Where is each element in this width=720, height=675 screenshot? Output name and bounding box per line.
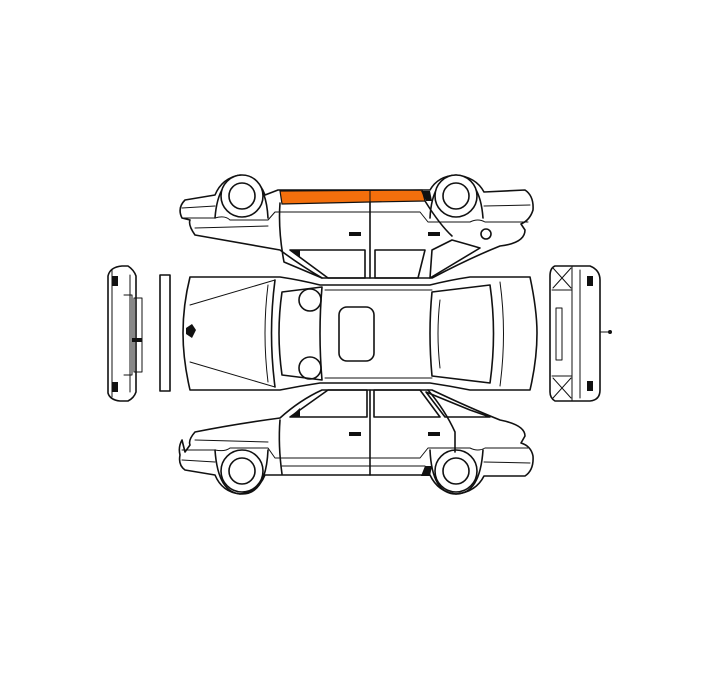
hood-rear-line	[270, 279, 276, 388]
hood-inner-line	[264, 284, 269, 383]
fuel-cap	[480, 228, 492, 240]
left-quarter-window	[429, 239, 481, 279]
rear-view	[549, 265, 612, 402]
right-rear-window	[373, 389, 441, 418]
right-front-wheel	[220, 449, 264, 493]
left-rear-handle	[428, 232, 440, 236]
left-mirror-mark	[290, 250, 300, 258]
front-right-lamp	[112, 382, 118, 392]
left-front-handle	[349, 232, 361, 236]
left-body-outline	[179, 174, 534, 279]
right-quarter-window	[425, 391, 491, 418]
right-front-window	[289, 389, 368, 418]
sunroof	[338, 306, 375, 362]
hood-emblem	[186, 324, 196, 338]
right-body-outline	[178, 389, 534, 495]
rear-top-lamp-cross	[552, 267, 572, 289]
right-side-view	[178, 389, 534, 495]
right-pillar-mark	[421, 466, 432, 476]
highlighted-roof-molding	[279, 189, 426, 205]
right-front-handle	[349, 432, 361, 436]
left-front-hub	[228, 182, 256, 210]
right-front-hub	[228, 457, 256, 485]
left-mirror-top	[298, 288, 322, 312]
left-lower-line	[194, 225, 269, 229]
right-front-arch	[214, 449, 269, 495]
rear-plate-recess	[555, 307, 563, 361]
rear-window-inner	[437, 299, 441, 369]
right-rear-arch	[429, 449, 484, 495]
left-front-bumper-line	[181, 205, 216, 209]
left-rear-door-edge	[424, 200, 453, 237]
roof-view	[182, 276, 538, 391]
left-side-view	[179, 174, 534, 279]
front-left-lamp	[112, 276, 118, 286]
rear-bottom-lamp-cross	[552, 377, 572, 399]
left-sill-line	[181, 211, 529, 223]
front-grille-frame	[123, 294, 133, 376]
left-front-window	[289, 249, 366, 279]
left-front-wheel	[220, 174, 264, 218]
right-rear-bumper-line	[483, 461, 531, 464]
right-lower-line	[194, 439, 269, 443]
hood-crease-lower	[189, 361, 276, 388]
left-rear-hub	[442, 182, 470, 210]
trunk-line	[499, 281, 504, 387]
right-front-door-edge	[278, 419, 283, 475]
front-plate-mark	[132, 338, 142, 342]
right-sill-line	[181, 447, 529, 459]
right-front-bumper-line	[181, 459, 216, 463]
front-grille	[133, 297, 143, 373]
rear-window	[429, 284, 495, 384]
windshield	[278, 286, 323, 381]
left-pillar-mark	[421, 191, 432, 201]
rear-right-lamp	[587, 381, 593, 391]
front-bumper-outline	[107, 265, 137, 402]
roof-body-outline	[182, 276, 538, 391]
front-view	[107, 265, 171, 402]
right-rear-wheel	[434, 449, 478, 493]
right-rear-hub	[442, 457, 470, 485]
front-panel-strip	[159, 274, 171, 392]
left-rear-window	[374, 249, 426, 279]
antenna-tip	[608, 330, 612, 334]
left-rear-bumper-line	[483, 204, 531, 207]
left-rear-wheel	[434, 174, 478, 218]
left-front-door-edge	[278, 202, 323, 279]
hood-crease-upper	[189, 279, 276, 306]
right-rear-handle	[428, 432, 440, 436]
rear-body-outline	[549, 265, 601, 402]
right-mirror-mark	[290, 408, 300, 417]
rear-left-lamp	[587, 276, 593, 286]
right-mirror-top	[298, 356, 322, 380]
